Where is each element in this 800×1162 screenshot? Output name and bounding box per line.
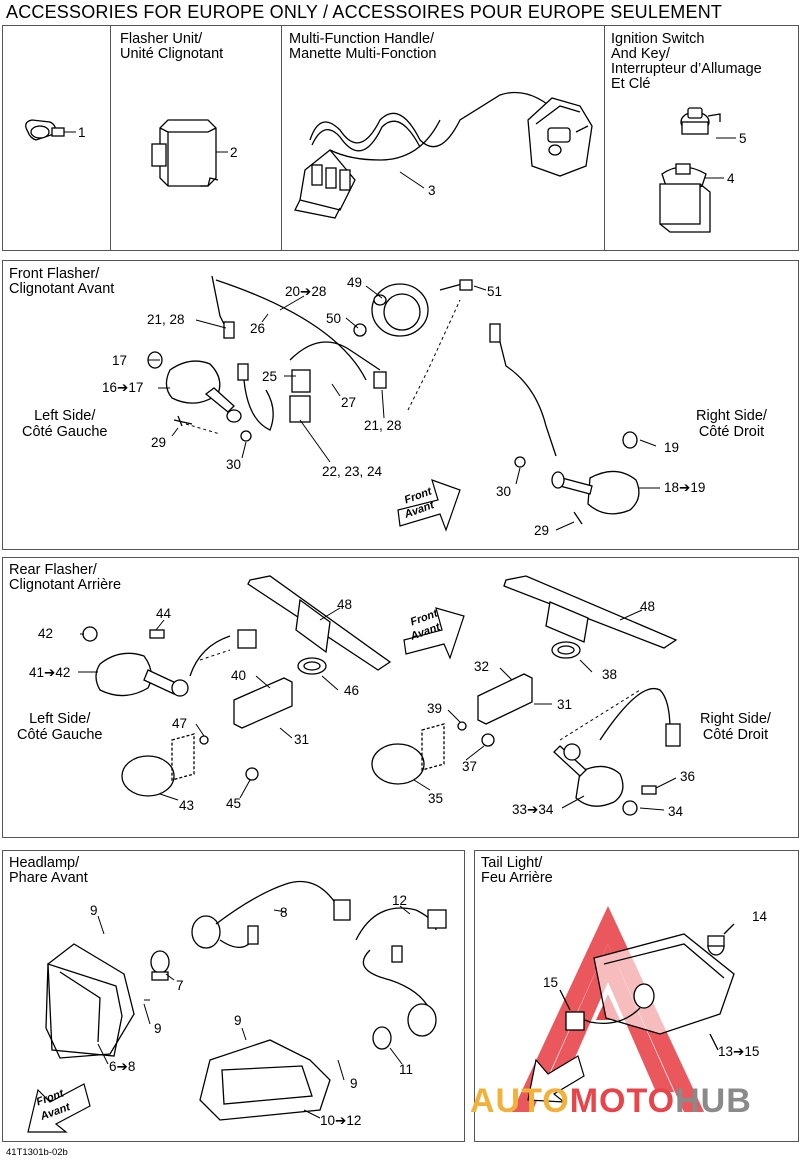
panel-divider-3 <box>604 25 605 251</box>
rear-flasher-drawings <box>78 575 681 816</box>
callout-4: 4 <box>727 171 735 186</box>
watermark-part-auto: AUTO <box>470 1082 570 1120</box>
callout-8: 8 <box>280 905 288 920</box>
panel-divider-2 <box>281 25 282 251</box>
callout-43: 43 <box>179 798 195 813</box>
flasher-unit-part <box>151 119 219 187</box>
callout-7: 7 <box>176 978 184 993</box>
callout-34: 34 <box>668 804 684 819</box>
callout-48-b: 48 <box>640 599 656 614</box>
front-leader-lines <box>148 285 660 531</box>
callout-29-b: 29 <box>534 523 550 538</box>
callout-48-a: 48 <box>337 597 353 612</box>
callout-16-17: 16➔17 <box>102 380 144 395</box>
callout-21-28-a: 21, 28 <box>147 312 185 327</box>
callout-10-12: 10➔12 <box>320 1113 362 1128</box>
front-direction-arrow-3 <box>27 1083 91 1133</box>
callout-32: 32 <box>474 659 490 674</box>
callout-25: 25 <box>262 369 278 384</box>
callout-31-b: 31 <box>557 697 573 712</box>
flasher-unit-title: Flasher Unit/ Unité Clignotant <box>120 31 224 62</box>
rear-left-side-label: Left Side/ Côté Gauche <box>17 711 103 743</box>
callout-11: 11 <box>399 1062 414 1077</box>
callout-50: 50 <box>326 311 342 326</box>
top-leader-lines <box>64 131 736 189</box>
callout-47: 47 <box>172 716 188 731</box>
callout-27: 27 <box>341 395 357 410</box>
front-left-side-label: Left Side/ Côté Gauche <box>22 408 108 440</box>
front-right-side-label: Right Side/ Côté Droit <box>696 408 767 440</box>
callout-15: 15 <box>543 975 559 990</box>
callout-39: 39 <box>427 701 443 716</box>
callout-13-15: 13➔15 <box>718 1044 760 1059</box>
callout-20-28: 20➔28 <box>285 284 327 299</box>
callout-41-42: 41➔42 <box>29 665 71 680</box>
callout-9-a: 9 <box>90 903 98 918</box>
callout-36: 36 <box>680 769 696 784</box>
panel-divider-1 <box>110 25 111 251</box>
front-direction-arrow-4 <box>527 1055 585 1103</box>
callout-18-19: 18➔19 <box>664 480 706 495</box>
callout-3: 3 <box>428 183 436 198</box>
callout-14: 14 <box>752 909 768 924</box>
callout-40: 40 <box>231 668 247 683</box>
clip-part <box>25 119 65 141</box>
rear-right-side-label: Right Side/ Côté Droit <box>700 711 771 743</box>
callout-37: 37 <box>462 759 478 774</box>
callout-19: 19 <box>664 440 680 455</box>
callout-22-23-24: 22, 23, 24 <box>322 464 383 479</box>
multi-function-title: Multi-Function Handle/ Manette Multi-Fon… <box>289 31 437 62</box>
front-direction-arrow-2 <box>403 607 465 660</box>
callout-42: 42 <box>38 626 54 641</box>
callout-26: 26 <box>250 321 266 336</box>
front-flasher-drawings <box>147 275 660 532</box>
right-front-flasher-lens <box>587 470 640 515</box>
callout-9-c: 9 <box>234 1013 242 1028</box>
rear-flasher-title: Rear Flasher/ Clignotant Arrière <box>9 562 122 593</box>
callout-9-b: 9 <box>154 1021 162 1036</box>
callout-45: 45 <box>226 796 242 811</box>
watermark-text: AUTOMOTOHUB <box>470 1082 752 1121</box>
headlamp-title: Headlamp/ Phare Avant <box>9 855 88 886</box>
callout-44: 44 <box>156 606 172 621</box>
callout-30-a: 30 <box>226 457 242 472</box>
callout-5: 5 <box>739 131 747 146</box>
callout-35: 35 <box>428 791 444 806</box>
callout-6-8: 6➔8 <box>109 1059 136 1074</box>
callout-2: 2 <box>230 145 238 160</box>
callout-30-b: 30 <box>496 484 512 499</box>
callout-31-a: 31 <box>294 732 310 747</box>
callout-38: 38 <box>602 667 618 682</box>
callout-17: 17 <box>112 353 128 368</box>
callout-33-34: 33➔34 <box>512 802 554 817</box>
callout-21-28-b: 21, 28 <box>364 418 402 433</box>
front-direction-arrow-1 <box>397 479 461 532</box>
switch-housing-part <box>527 97 593 177</box>
headlamp-leader-lines <box>97 905 411 1119</box>
document-code: 41T1301b-02b <box>6 1147 68 1158</box>
page-title: ACCESSORIES FOR EUROPE ONLY / ACCESSOIRE… <box>6 2 723 22</box>
tail-light-title: Tail Light/ Feu Arrière <box>481 855 553 886</box>
watermark-part-moto: MOTO <box>569 1082 676 1120</box>
callout-51: 51 <box>487 284 503 299</box>
callout-49: 49 <box>347 275 363 290</box>
callout-46: 46 <box>344 683 360 698</box>
ignition-switch-part <box>659 163 711 233</box>
rear-leader-lines <box>78 607 677 811</box>
callout-1: 1 <box>78 125 86 140</box>
ignition-key-part <box>680 107 721 135</box>
ignition-title: Ignition Switch And Key/ Interrupteur d’… <box>611 31 762 92</box>
callout-12: 12 <box>392 893 408 908</box>
watermark-part-hub: HUB <box>675 1082 752 1120</box>
callout-29-a: 29 <box>151 435 167 450</box>
callout-9-d: 9 <box>350 1076 358 1091</box>
top-row-drawings <box>25 91 736 233</box>
front-flasher-title: Front Flasher/ Clignotant Avant <box>9 266 115 297</box>
